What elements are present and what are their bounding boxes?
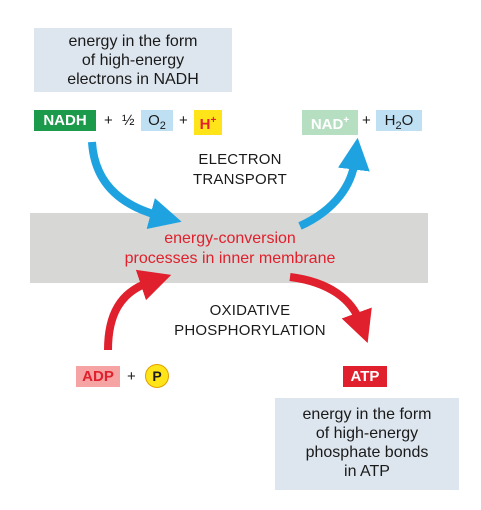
red-arrow-out — [289, 273, 372, 344]
membrane-line-1: energy-conversion — [164, 230, 296, 247]
proton-chip: H+ — [194, 110, 222, 135]
nadh-energy-note-line-3: electrons in NADH — [67, 71, 199, 88]
membrane-line-2: processes in inner membrane — [124, 250, 336, 267]
blue-arrow-out — [298, 137, 370, 230]
water-chip: H2O — [376, 110, 422, 132]
adp-chip: ADP — [76, 366, 120, 387]
half-fraction: ½ — [122, 112, 135, 129]
water-h: H — [384, 112, 396, 129]
red-arrow-in — [104, 269, 172, 351]
atp-energy-note-line-3: phosphate bonds — [305, 444, 429, 461]
atp-energy-note-line-2: of high-energy — [315, 425, 419, 442]
electron-transport-label: ELECTRON TRANSPORT — [180, 150, 300, 190]
oxidative-phosphorylation-label: OXIDATIVE PHOSPHORYLATION — [160, 301, 340, 341]
nadh-energy-note: energy in the form of high-energy electr… — [34, 28, 232, 92]
plus-sign: + — [104, 112, 113, 129]
plus-sign: + — [179, 112, 188, 129]
nad-symbol: NAD — [310, 116, 344, 133]
water-subscript: 2 — [395, 120, 402, 132]
nad-chip: NAD+ — [302, 110, 358, 135]
oxidative-line-1: OXIDATIVE — [209, 302, 291, 319]
electron-transport-line-2: TRANSPORT — [192, 171, 288, 188]
nadh-energy-note-line-1: energy in the form — [68, 33, 198, 50]
o2-subscript: 2 — [159, 120, 166, 132]
o2-chip: O2 — [141, 110, 173, 132]
plus-sign: + — [127, 368, 136, 385]
atp-energy-note: energy in the form of high-energy phosph… — [275, 398, 459, 490]
nadh-chip: NADH — [34, 110, 96, 131]
atp-energy-note-line-4: in ATP — [344, 463, 390, 480]
proton-superscript: + — [210, 115, 217, 126]
oxidative-line-2: PHOSPHORYLATION — [174, 322, 326, 339]
plus-sign: + — [362, 112, 371, 129]
inner-membrane-band — [30, 213, 428, 283]
membrane-process-label: energy-conversion processes in inner mem… — [60, 229, 400, 269]
proton-symbol: H — [199, 116, 211, 133]
o2-symbol: O — [148, 112, 160, 129]
phosphate-circle: P — [145, 364, 169, 388]
nadh-energy-note-line-2: of high-energy — [81, 52, 185, 69]
blue-arrow-in — [88, 141, 182, 229]
atp-energy-note-line-1: energy in the form — [302, 406, 432, 423]
atp-chip: ATP — [343, 366, 387, 387]
nad-superscript: + — [343, 115, 350, 126]
electron-transport-line-1: ELECTRON — [198, 151, 282, 168]
water-o: O — [401, 112, 414, 129]
